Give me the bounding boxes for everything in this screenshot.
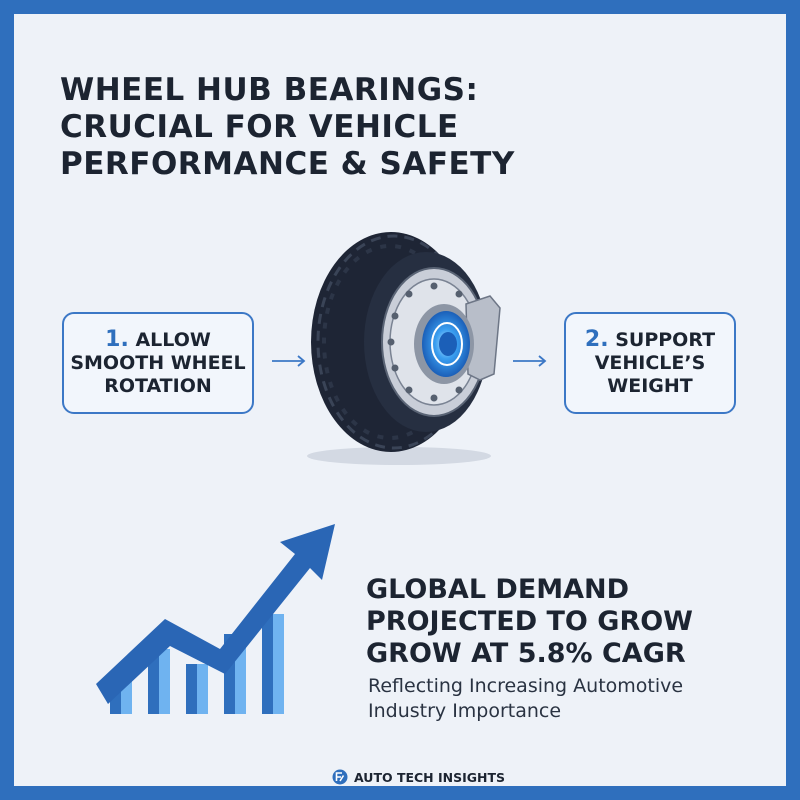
subtext-line-1: Reflecting Increasing Automotive: [368, 675, 684, 697]
title-line-3: PERFORMANCE & SAFETY: [60, 146, 515, 182]
demand-line-2: PROJECTED TO GROW: [366, 606, 693, 637]
feature-box-smooth-rotation: 1. ALLOW SMOOTH WHEEL ROTATION: [62, 312, 254, 414]
auto-tech-logo-icon: [332, 769, 348, 785]
tire-with-bearing-icon: [307, 232, 501, 465]
footer-brand-name: AUTO TECH INSIGHTS: [354, 769, 506, 785]
feature-1-line-1: ALLOW: [135, 329, 211, 351]
feature-2-line-1: SUPPORT: [615, 329, 716, 351]
right-arrow-icon: [272, 355, 306, 367]
demand-subtext: Reflecting Increasing Automotive Industr…: [368, 674, 786, 724]
right-arrow-icon: [513, 355, 547, 367]
feature-1-line-3: ROTATION: [104, 375, 212, 397]
feature-number-1: 1.: [105, 327, 129, 352]
title-line-1: WHEEL HUB BEARINGS:: [60, 72, 479, 108]
feature-2-line-3: WEIGHT: [607, 375, 693, 397]
demand-line-3: GROW AT 5.8% CAGR: [366, 638, 686, 669]
growth-chart-icon: [96, 524, 335, 714]
feature-2-line-2: VEHICLE’S: [594, 352, 706, 374]
demand-headline: GLOBAL DEMAND PROJECTED TO GROW GROW AT …: [366, 574, 786, 670]
footer-brand: AUTO TECH INSIGHTS: [332, 769, 505, 785]
subtext-line-2: Industry Importance: [368, 700, 562, 722]
feature-1-line-2: SMOOTH WHEEL: [70, 352, 246, 374]
title-line-2: CRUCIAL FOR VEHICLE: [60, 109, 459, 145]
demand-line-1: GLOBAL DEMAND: [366, 574, 630, 605]
page-title: WHEEL HUB BEARINGS: CRUCIAL FOR VEHICLE …: [60, 72, 680, 183]
feature-number-2: 2.: [584, 327, 609, 352]
feature-box-support-weight: 2. SUPPORT VEHICLE’S WEIGHT: [564, 312, 736, 414]
